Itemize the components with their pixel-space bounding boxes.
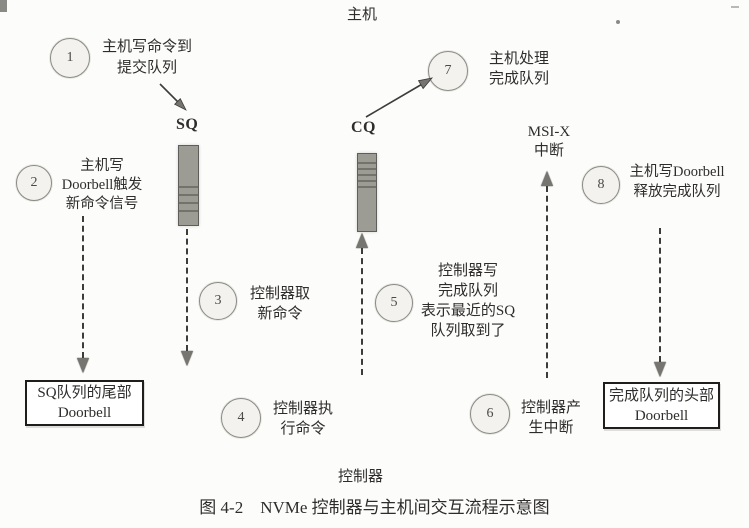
step-6-line-1: 控制器产 <box>520 400 581 416</box>
step-1-line-2: 提交队列 <box>116 60 177 76</box>
arrowhead-up-icon <box>356 233 368 248</box>
step-1-line-1: 主机写命令到 <box>101 39 192 55</box>
arrowhead-icon <box>174 98 187 111</box>
queue-entry-line <box>179 202 198 204</box>
step-6-line-2: 生中断 <box>528 420 574 436</box>
sq-tail-doorbell-line-2: Doorbell <box>57 405 112 421</box>
step-7-line-1: 主机处理 <box>488 51 549 67</box>
step-2-line-3: 新命令信号 <box>65 196 139 212</box>
step-7-number: 7 <box>444 63 452 78</box>
step-5-line-2: 完成队列 <box>437 283 498 299</box>
sq-tail-doorbell-box: SQ队列的尾部 Doorbell <box>25 380 144 426</box>
step-5-line-1: 控制器写 <box>437 263 498 279</box>
cq-queue-bar <box>357 153 377 232</box>
msix-interrupt-dashed-line <box>546 186 548 378</box>
step-4-circle: 4 <box>221 398 261 438</box>
msix-line-1: MSI-X <box>527 124 571 140</box>
host-process-cq-arrow <box>365 82 425 118</box>
arrowhead-down-icon <box>654 362 666 377</box>
step-2-line-1: 主机写 <box>80 158 124 174</box>
step-1-circle: 1 <box>50 38 90 78</box>
sq-label: SQ <box>176 116 199 133</box>
step-3-line-2: 新命令 <box>257 306 303 322</box>
step-4-line-1: 控制器执 <box>272 401 333 417</box>
doorbell-sq-dashed-line <box>82 216 84 358</box>
step-5-line-3: 表示最近的SQ <box>420 303 516 319</box>
queue-entry-line <box>358 174 376 176</box>
step-2-label: 主机写 Doorbell触发 新命令信号 <box>52 157 152 214</box>
step-8-number: 8 <box>597 177 605 192</box>
doorbell-cq-dashed-line <box>659 228 661 362</box>
step-5-line-4: 队列取到了 <box>430 323 506 339</box>
step-2-circle: 2 <box>16 165 52 201</box>
queue-entry-line <box>358 162 376 164</box>
step-7-line-2: 完成队列 <box>488 71 549 87</box>
figure-caption: 图 4-2 NVMe 控制器与主机间交互流程示意图 <box>199 498 550 517</box>
queue-entry-line <box>358 180 376 182</box>
controller-fetch-dashed-line <box>186 229 188 351</box>
arrowhead-down-icon <box>77 358 89 373</box>
step-8-line-1: 主机写Doorbell <box>629 164 725 180</box>
controller-region-label: 控制器 <box>338 469 384 485</box>
queue-entry-line <box>179 210 198 212</box>
controller-write-cq-dashed-line <box>361 248 363 375</box>
msix-interrupt-label: MSI-X 中断 <box>509 123 589 161</box>
host-region-label: 主机 <box>347 7 378 23</box>
host-write-sq-arrow <box>159 83 179 103</box>
step-3-number: 3 <box>214 293 222 308</box>
step-8-circle: 8 <box>582 166 620 204</box>
step-2-number: 2 <box>30 175 38 190</box>
step-3-line-1: 控制器取 <box>249 286 310 302</box>
arrowhead-up-icon <box>541 171 553 186</box>
step-4-number: 4 <box>237 410 245 425</box>
step-4-label: 控制器执 行命令 <box>264 399 342 439</box>
sq-tail-doorbell-line-1: SQ队列的尾部 <box>37 385 132 401</box>
msix-line-2: 中断 <box>533 143 564 159</box>
cq-head-doorbell-line-2: Doorbell <box>634 407 689 424</box>
step-2-line-2: Doorbell触发 <box>61 177 143 193</box>
step-8-line-2: 释放完成队列 <box>633 184 721 200</box>
step-3-circle: 3 <box>199 282 237 320</box>
step-5-label: 控制器写 完成队列 表示最近的SQ 队列取到了 <box>412 261 524 341</box>
scan-artifact <box>616 20 620 24</box>
step-7-circle: 7 <box>428 51 468 91</box>
cq-label: CQ <box>351 119 376 136</box>
step-4-line-2: 行命令 <box>280 421 326 437</box>
queue-entry-line <box>179 186 198 188</box>
step-3-label: 控制器取 新命令 <box>240 284 320 324</box>
scan-artifact <box>731 6 739 8</box>
cq-head-doorbell-line-1: 完成队列的头部 <box>608 387 714 404</box>
step-7-label: 主机处理 完成队列 <box>479 49 559 89</box>
queue-entry-line <box>358 186 376 188</box>
step-6-number: 6 <box>486 406 494 421</box>
queue-entry-line <box>179 194 198 196</box>
sq-queue-bar <box>178 145 199 226</box>
step-5-number: 5 <box>390 295 398 310</box>
cq-head-doorbell-box: 完成队列的头部 Doorbell <box>603 382 720 429</box>
step-8-label: 主机写Doorbell 释放完成队列 <box>621 162 733 202</box>
arrowhead-down-icon <box>181 351 193 366</box>
step-6-circle: 6 <box>470 394 510 434</box>
queue-entry-line <box>358 168 376 170</box>
scan-artifact <box>0 0 7 12</box>
step-5-circle: 5 <box>375 284 413 322</box>
step-1-number: 1 <box>66 50 74 65</box>
step-6-label: 控制器产 生中断 <box>512 398 590 438</box>
step-1-label: 主机写命令到 提交队列 <box>96 37 198 79</box>
